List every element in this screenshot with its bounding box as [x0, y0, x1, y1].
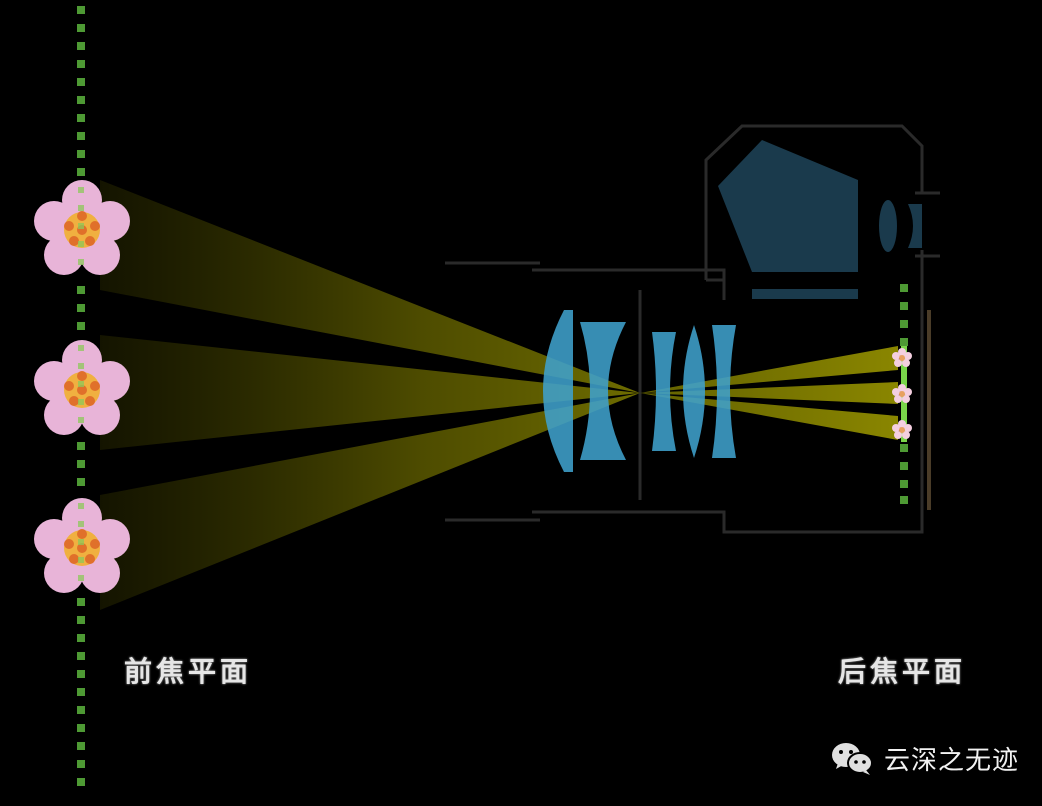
watermark: 云深之无迹	[830, 740, 1019, 777]
watermark-text: 云深之无迹	[884, 746, 1020, 776]
front-focal-plane-label: 前焦平面	[124, 655, 253, 688]
focal-plane-dots-overlay	[78, 187, 84, 581]
camera-body-outline	[445, 124, 940, 534]
back-focal-plane-label: 后焦平面	[838, 655, 967, 688]
lens-group	[543, 310, 736, 472]
front-focal-plane-line	[77, 6, 85, 786]
pentaprism	[718, 140, 922, 299]
light-beams-incoming	[100, 180, 640, 610]
lens-element-4	[683, 325, 705, 458]
lens-element-1	[543, 310, 573, 472]
image-sensor	[927, 310, 931, 510]
lens-element-2	[580, 322, 626, 460]
lens-element-5	[712, 325, 736, 458]
wechat-icon	[832, 742, 873, 775]
lens-element-3	[652, 332, 676, 451]
light-beams-outgoing	[640, 346, 898, 440]
